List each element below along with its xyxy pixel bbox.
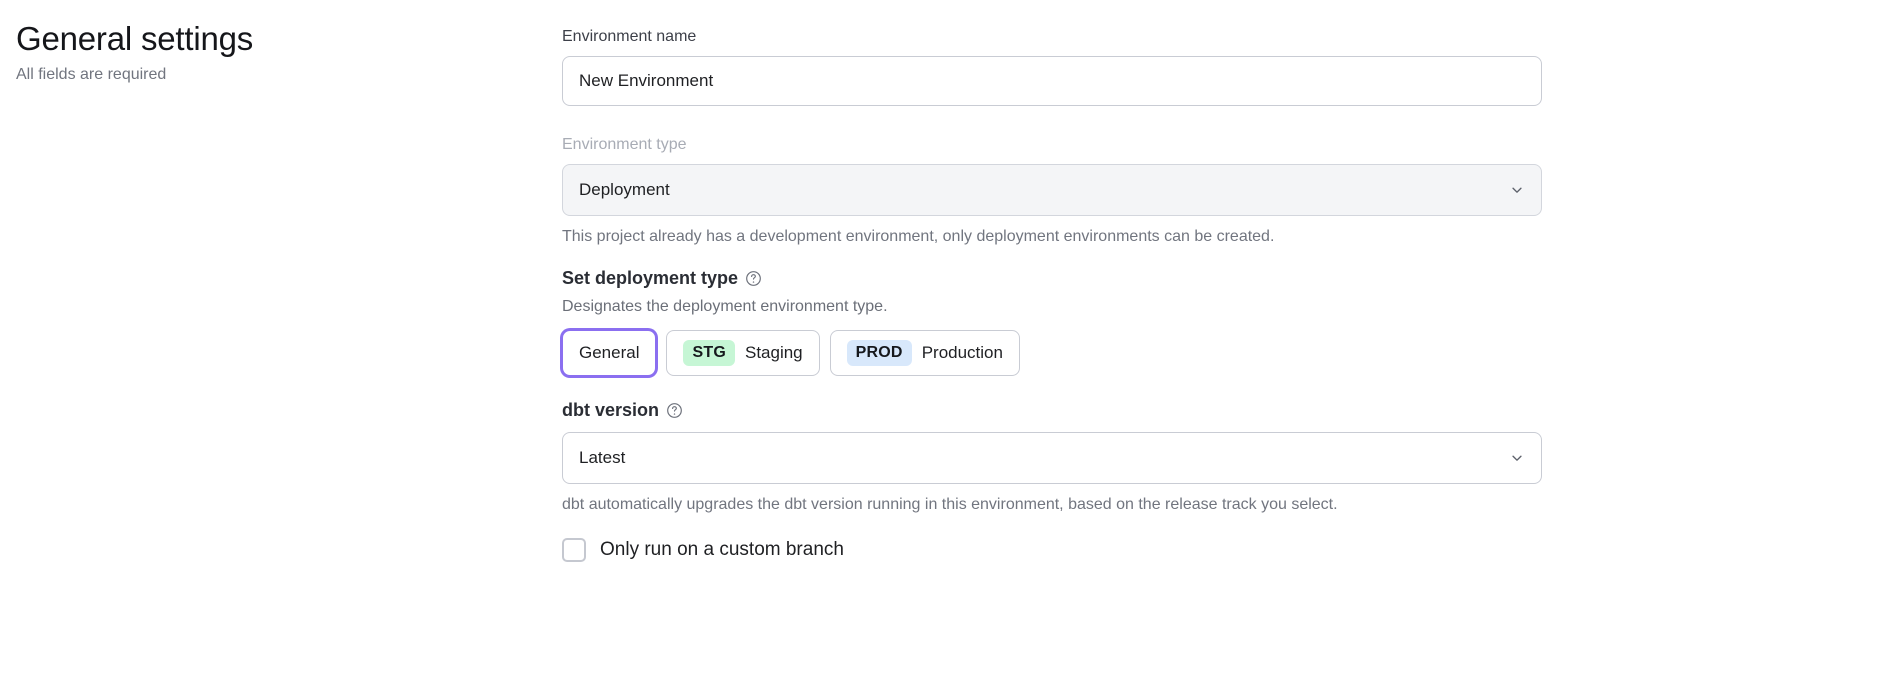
production-badge: PROD [846, 340, 912, 366]
dbt-version-field: dbt version Latest [562, 398, 1542, 516]
environment-name-label: Environment name [562, 28, 697, 45]
environment-name-field: Environment name [562, 26, 1542, 106]
environment-type-label: Environment type [562, 136, 687, 153]
dbt-version-select-wrap: Latest [562, 432, 1542, 484]
dbt-version-select[interactable]: Latest [562, 432, 1542, 484]
dbt-version-help-text: dbt automatically upgrades the dbt versi… [562, 496, 1338, 513]
deployment-type-option-general[interactable]: General [562, 330, 657, 376]
environment-name-input[interactable] [562, 56, 1542, 106]
custom-branch-checkbox[interactable] [562, 538, 586, 562]
dbt-version-value: Latest [579, 448, 626, 467]
custom-branch-field: Only run on a custom branch [562, 538, 1542, 562]
environment-type-help-text: This project already has a development e… [562, 228, 1275, 245]
deployment-type-field: Set deployment type Designates the deplo… [562, 266, 1542, 376]
deployment-type-option-staging-label: Staging [744, 343, 803, 362]
deployment-type-option-general-label: General [579, 343, 640, 362]
deployment-type-heading-label: Set deployment type [562, 268, 739, 288]
settings-header: General settings All fields are required [16, 18, 516, 86]
deployment-type-description: Designates the deployment environment ty… [562, 298, 888, 315]
custom-branch-label[interactable]: Only run on a custom branch [600, 539, 844, 560]
deployment-type-option-staging[interactable]: STG Staging [666, 330, 820, 376]
dbt-version-heading: dbt version [562, 398, 1542, 422]
question-circle-icon[interactable] [745, 270, 762, 287]
question-circle-icon[interactable] [666, 402, 683, 419]
environment-type-value: Deployment [579, 180, 670, 199]
deployment-type-option-production-label: Production [921, 343, 1003, 362]
page-subtitle: All fields are required [16, 66, 167, 83]
deployment-type-option-production[interactable]: PROD Production [829, 330, 1020, 376]
deployment-type-options: General STG Staging PROD Production [562, 330, 1542, 376]
settings-form: Environment name Environment type Deploy… [562, 26, 1542, 562]
staging-badge: STG [683, 340, 735, 366]
environment-type-select[interactable]: Deployment [562, 164, 1542, 216]
dbt-version-heading-label: dbt version [562, 400, 660, 420]
environment-type-select-wrap: Deployment [562, 164, 1542, 216]
page-title: General settings [16, 20, 254, 57]
deployment-type-heading: Set deployment type [562, 266, 1542, 290]
environment-type-field: Environment type Deployment This project… [562, 134, 1542, 248]
